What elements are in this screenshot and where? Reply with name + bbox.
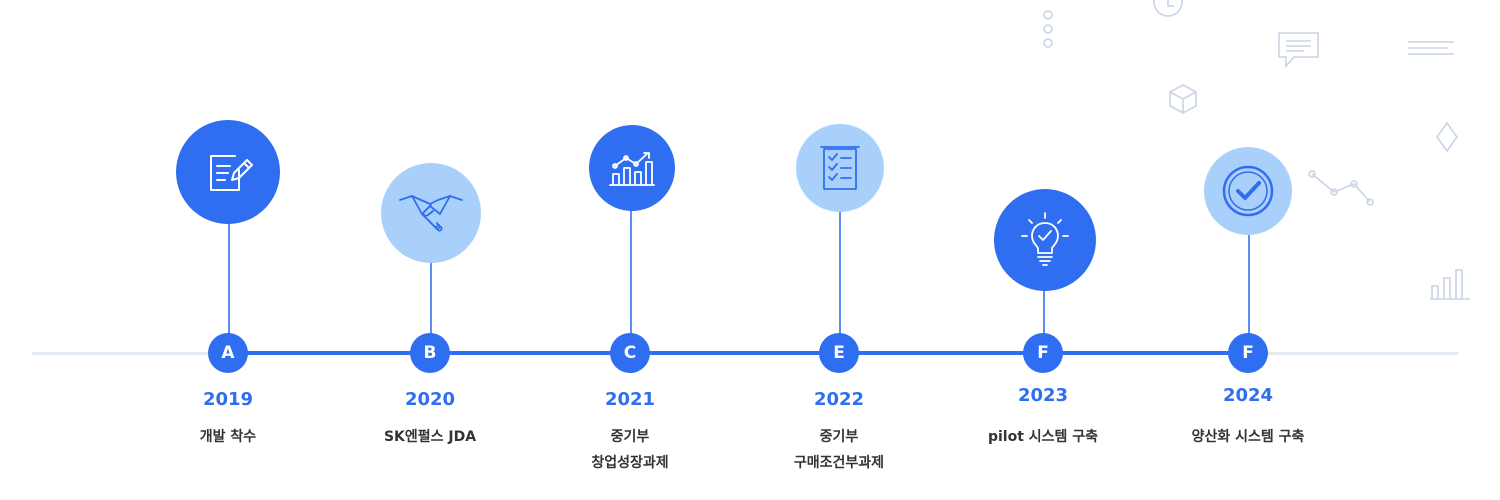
milestone-icon-circle xyxy=(589,125,675,211)
timeline-track-active xyxy=(228,351,1258,355)
milestone-letter: C xyxy=(610,333,650,373)
milestone-year: 2021 xyxy=(604,389,656,410)
lightbulb-check-icon xyxy=(1021,212,1069,266)
milestone-year: 2023 xyxy=(1017,385,1069,406)
milestone-icon-circle xyxy=(381,163,481,263)
checklist-icon xyxy=(820,146,860,190)
dots-icon xyxy=(1040,8,1056,56)
milestone-year: 2019 xyxy=(202,389,254,410)
milestone-description: 중기부 구매조건부과제 xyxy=(729,424,949,476)
milestone-icon-circle xyxy=(1204,147,1292,235)
milestone-letter: E xyxy=(819,333,859,373)
milestone-description: SK엔펄스 JDA xyxy=(320,424,540,450)
milestone-description-line: 창업성장과제 xyxy=(591,455,669,471)
milestone-description-line: SK엔펄스 JDA xyxy=(383,429,477,445)
check-circle-icon xyxy=(1222,165,1274,217)
milestone-letter: B xyxy=(410,333,450,373)
bar-graph-icon xyxy=(1428,262,1472,302)
milestone-icon-circle xyxy=(796,124,884,212)
milestone-icon-circle xyxy=(994,189,1096,291)
line-graph-icon xyxy=(1306,166,1378,210)
growth-chart-icon xyxy=(609,152,655,186)
milestone-year: 2020 xyxy=(404,389,456,410)
milestone-letter: A xyxy=(208,333,248,373)
milestone-stem xyxy=(228,172,230,348)
milestone-description-line: 양산화 시스템 구축 xyxy=(1191,429,1305,445)
document-pen-icon xyxy=(210,155,253,191)
milestone-year: 2022 xyxy=(813,389,865,410)
milestone-description-line: 중기부 xyxy=(610,429,650,445)
milestone-icon-circle xyxy=(176,120,280,224)
milestone-stem xyxy=(430,212,432,348)
handshake-icon xyxy=(399,195,463,232)
milestone-description-line: pilot 시스템 구축 xyxy=(987,429,1099,445)
milestone-stem xyxy=(1043,240,1045,348)
chat-icon xyxy=(1276,30,1322,70)
milestone-letter: F xyxy=(1023,333,1063,373)
milestone-description: 양산화 시스템 구축 xyxy=(1138,424,1358,450)
milestone-description: 중기부 창업성장과제 xyxy=(520,424,740,476)
milestone-letter: F xyxy=(1228,333,1268,373)
milestone-stem xyxy=(630,166,632,348)
cube-icon xyxy=(1166,82,1200,116)
milestone-stem xyxy=(1248,191,1250,348)
milestone-description-line: 구매조건부과제 xyxy=(793,455,885,471)
lines-icon xyxy=(1406,38,1458,60)
milestone-description-line: 중기부 xyxy=(819,429,859,445)
milestone-description-line: 개발 착수 xyxy=(199,429,257,445)
milestone-description: pilot 시스템 구축 xyxy=(933,424,1153,450)
diamond-icon xyxy=(1434,120,1460,154)
milestone-description: 개발 착수 xyxy=(118,424,338,450)
milestone-year: 2024 xyxy=(1222,385,1274,406)
clock-icon xyxy=(1150,0,1186,22)
milestone-stem xyxy=(839,167,841,348)
